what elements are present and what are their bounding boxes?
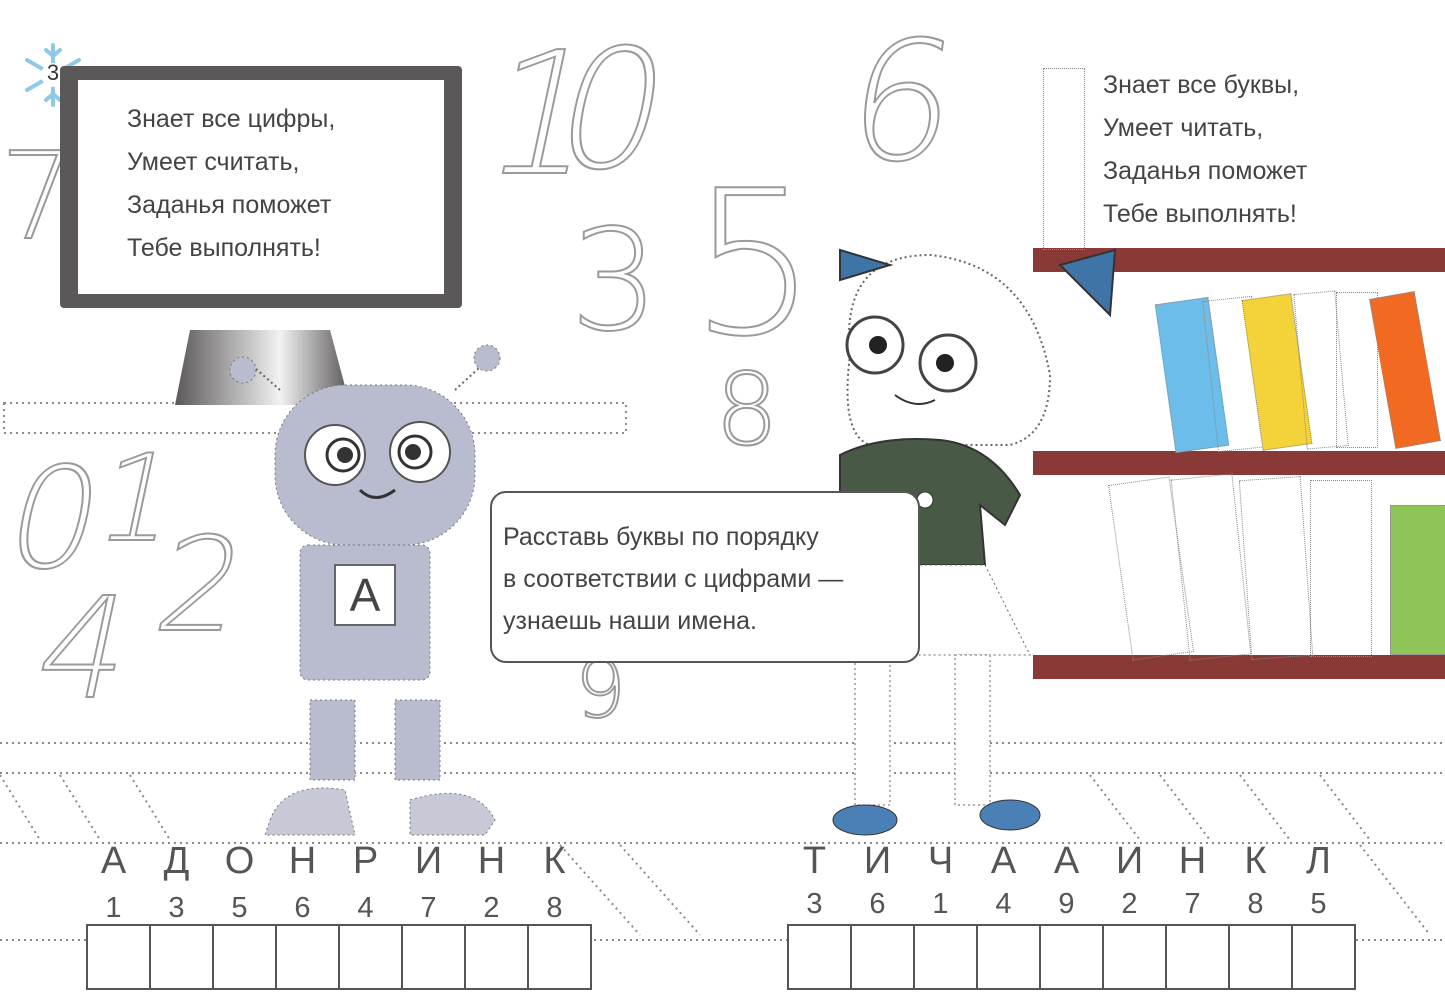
- puzzle-number: 1: [932, 888, 949, 920]
- answer-box[interactable]: [787, 924, 852, 990]
- puzzle-right-numbers: 3 6 1 4 9 2 7 8 5: [783, 888, 1350, 921]
- answer-box[interactable]: [1102, 924, 1167, 990]
- shelf-bottom: [1033, 655, 1445, 679]
- puzzle-letter: А: [990, 840, 1017, 882]
- book: [1336, 292, 1378, 448]
- snowflake-icon: [25, 43, 81, 107]
- puzzle-letter: И: [1115, 840, 1144, 882]
- puzzle-number: 4: [995, 888, 1012, 920]
- puzzle-number: 3: [806, 888, 823, 920]
- monitor-verse: Знает все цифры, Умеет считать, Заданья …: [127, 98, 335, 270]
- answer-box[interactable]: [1039, 924, 1104, 990]
- puzzle-letter: Л: [1306, 840, 1331, 882]
- puzzle-letter: А: [100, 840, 127, 882]
- puzzle-number: 3: [168, 892, 185, 924]
- puzzle-letter: О: [224, 840, 255, 882]
- verse-line: Знает все буквы,: [1103, 71, 1300, 99]
- answer-box[interactable]: [913, 924, 978, 990]
- puzzle-number: 8: [546, 892, 563, 924]
- puzzle-number: 7: [420, 892, 437, 924]
- book-green: [1390, 505, 1445, 655]
- book: [1310, 480, 1372, 657]
- puzzle-number: 2: [483, 892, 500, 924]
- puzzle-number: 4: [357, 892, 374, 924]
- puzzle-letter: Н: [1178, 840, 1207, 882]
- bg-digit-5: 5: [689, 148, 818, 381]
- puzzle-left-numbers: 1 3 5 6 4 7 2 8: [82, 892, 586, 925]
- page-badge: 3: [18, 40, 88, 110]
- speech-line: узнаешь наши имена.: [503, 607, 757, 635]
- answer-box[interactable]: [850, 924, 915, 990]
- answer-box[interactable]: [338, 924, 403, 990]
- robot-illustration: [229, 344, 501, 836]
- shelf-middle: [1033, 451, 1445, 475]
- monitor-stand: [175, 330, 350, 405]
- puzzle-letter: Д: [163, 840, 190, 882]
- verse-line: Заданья поможет: [1103, 157, 1308, 185]
- answer-box[interactable]: [86, 924, 151, 990]
- answer-box[interactable]: [212, 924, 277, 990]
- puzzle-number: 1: [105, 892, 122, 924]
- puzzle-right-letters: Т И Ч А А И Н К Л: [783, 840, 1350, 883]
- answer-box[interactable]: [464, 924, 529, 990]
- bg-digit-3: 3: [569, 200, 660, 363]
- puzzle-letter: К: [543, 840, 566, 882]
- verse-line: Заданья поможет: [127, 191, 332, 219]
- verse-line: Тебе выполнять!: [127, 234, 321, 262]
- speech-line: в соответствии с цифрами —: [503, 565, 844, 593]
- puzzle-letter: Н: [477, 840, 506, 882]
- speech-bubble: [490, 491, 920, 663]
- puzzle-right-answer: [787, 924, 1356, 990]
- speech-text: Расставь буквы по порядку в соответствии…: [503, 516, 843, 642]
- puzzle-letter: К: [1244, 840, 1267, 882]
- answer-box[interactable]: [1291, 924, 1356, 990]
- shelf-verse: Знает все буквы, Умеет читать, Заданья п…: [1103, 64, 1307, 236]
- puzzle-number: 6: [869, 888, 886, 920]
- monitor-screen: [78, 80, 444, 294]
- puzzle-letter: А: [1053, 840, 1080, 882]
- puzzle-number: 5: [231, 892, 248, 924]
- bg-digit-8: 8: [714, 351, 780, 468]
- verse-line: Тебе выполнять!: [1103, 200, 1297, 228]
- answer-box[interactable]: [1228, 924, 1293, 990]
- puzzle-number: 7: [1184, 888, 1201, 920]
- puzzle-letter: Т: [802, 840, 827, 882]
- page-number: 3: [46, 60, 60, 85]
- puzzle-letter: Р: [352, 840, 379, 882]
- robot-chest-letter: А: [349, 569, 381, 621]
- puzzle-letter: И: [863, 840, 892, 882]
- answer-box[interactable]: [1165, 924, 1230, 990]
- verse-line: Умеет считать,: [127, 148, 300, 176]
- puzzle-letter: И: [414, 840, 443, 882]
- puzzle-number: 2: [1121, 888, 1138, 920]
- verse-line: Знает все цифры,: [127, 105, 336, 133]
- answer-box[interactable]: [275, 924, 340, 990]
- verse-line: Умеет читать,: [1103, 114, 1264, 142]
- answer-box[interactable]: [149, 924, 214, 990]
- puzzle-number: 6: [294, 892, 311, 924]
- puzzle-letter: Н: [288, 840, 317, 882]
- speech-line: Расставь буквы по порядку: [503, 523, 819, 551]
- answer-box[interactable]: [527, 924, 592, 990]
- puzzle-left-letters: А Д О Н Р И Н К: [82, 840, 586, 883]
- puzzle-left-answer: [86, 924, 592, 990]
- puzzle-letter: Ч: [927, 840, 954, 882]
- answer-box[interactable]: [401, 924, 466, 990]
- book: [1238, 476, 1314, 660]
- book: [1043, 68, 1085, 250]
- puzzle-number: 9: [1058, 888, 1075, 920]
- puzzle-number: 8: [1247, 888, 1264, 920]
- puzzle-number: 5: [1310, 888, 1327, 920]
- answer-box[interactable]: [976, 924, 1041, 990]
